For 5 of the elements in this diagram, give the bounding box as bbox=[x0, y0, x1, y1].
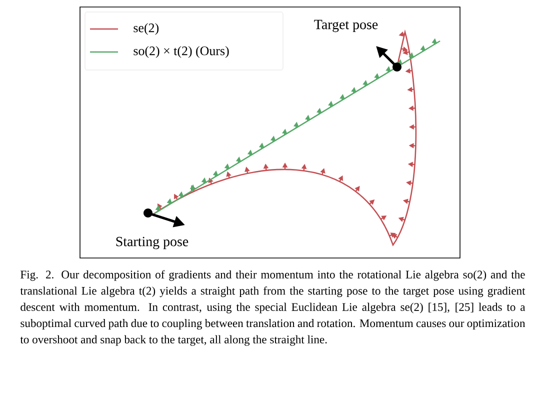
axis-label: Starting pose bbox=[116, 236, 188, 250]
axis-label: Target pose bbox=[314, 20, 378, 32]
legend-label: so(2) × t(2) (Ours) bbox=[134, 46, 229, 58]
caption: Fig. 2. Our decomposition of gradients and their momentum into the rotational Lie algebra so(2) and the translational Lie algebra t(2) yields a straight path from the starting pose to the target pose using gradient descent with momentum. In contrast, using the special Euclidean Lie algebra se(2) [15], [25] leads to a suboptimal curved path due to coupling between translation and rotation. Momentum causes our optimization to overshoot and snap back to the target, all along the straight line. bbox=[20, 270, 526, 346]
legend-label: se(2) bbox=[134, 23, 159, 35]
